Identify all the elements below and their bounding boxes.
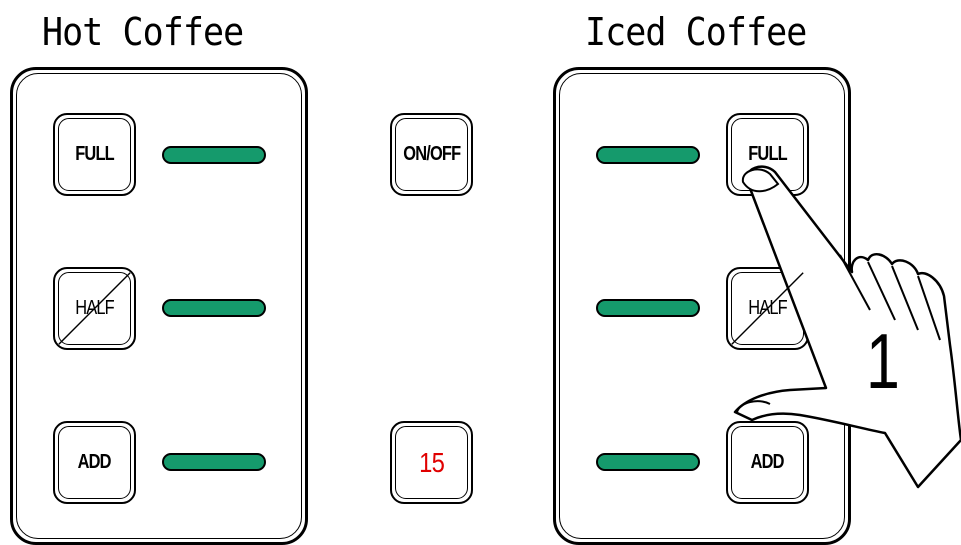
hot-add-indicator xyxy=(162,453,266,471)
hot-add-button[interactable]: ADD xyxy=(53,421,136,504)
iced-half-indicator xyxy=(596,299,700,317)
unavailable-slash-icon xyxy=(58,272,131,345)
hot-full-indicator xyxy=(162,146,266,164)
iced-add-indicator xyxy=(596,453,700,471)
iced-half-button[interactable]: HALF xyxy=(726,267,809,350)
iced-add-button[interactable]: ADD xyxy=(726,421,809,504)
timer-display: 15 xyxy=(390,421,473,504)
power-button[interactable]: ON/OFF xyxy=(390,113,473,196)
hot-coffee-title: Hot Coffee xyxy=(42,10,244,54)
iced-full-button[interactable]: FULL xyxy=(726,113,809,196)
hot-half-indicator xyxy=(162,299,266,317)
hot-full-button[interactable]: FULL xyxy=(53,113,136,196)
step-number: 1 xyxy=(866,317,900,405)
hot-half-button[interactable]: HALF xyxy=(53,267,136,350)
iced-full-indicator xyxy=(596,146,700,164)
iced-coffee-title: Iced Coffee xyxy=(585,10,807,54)
